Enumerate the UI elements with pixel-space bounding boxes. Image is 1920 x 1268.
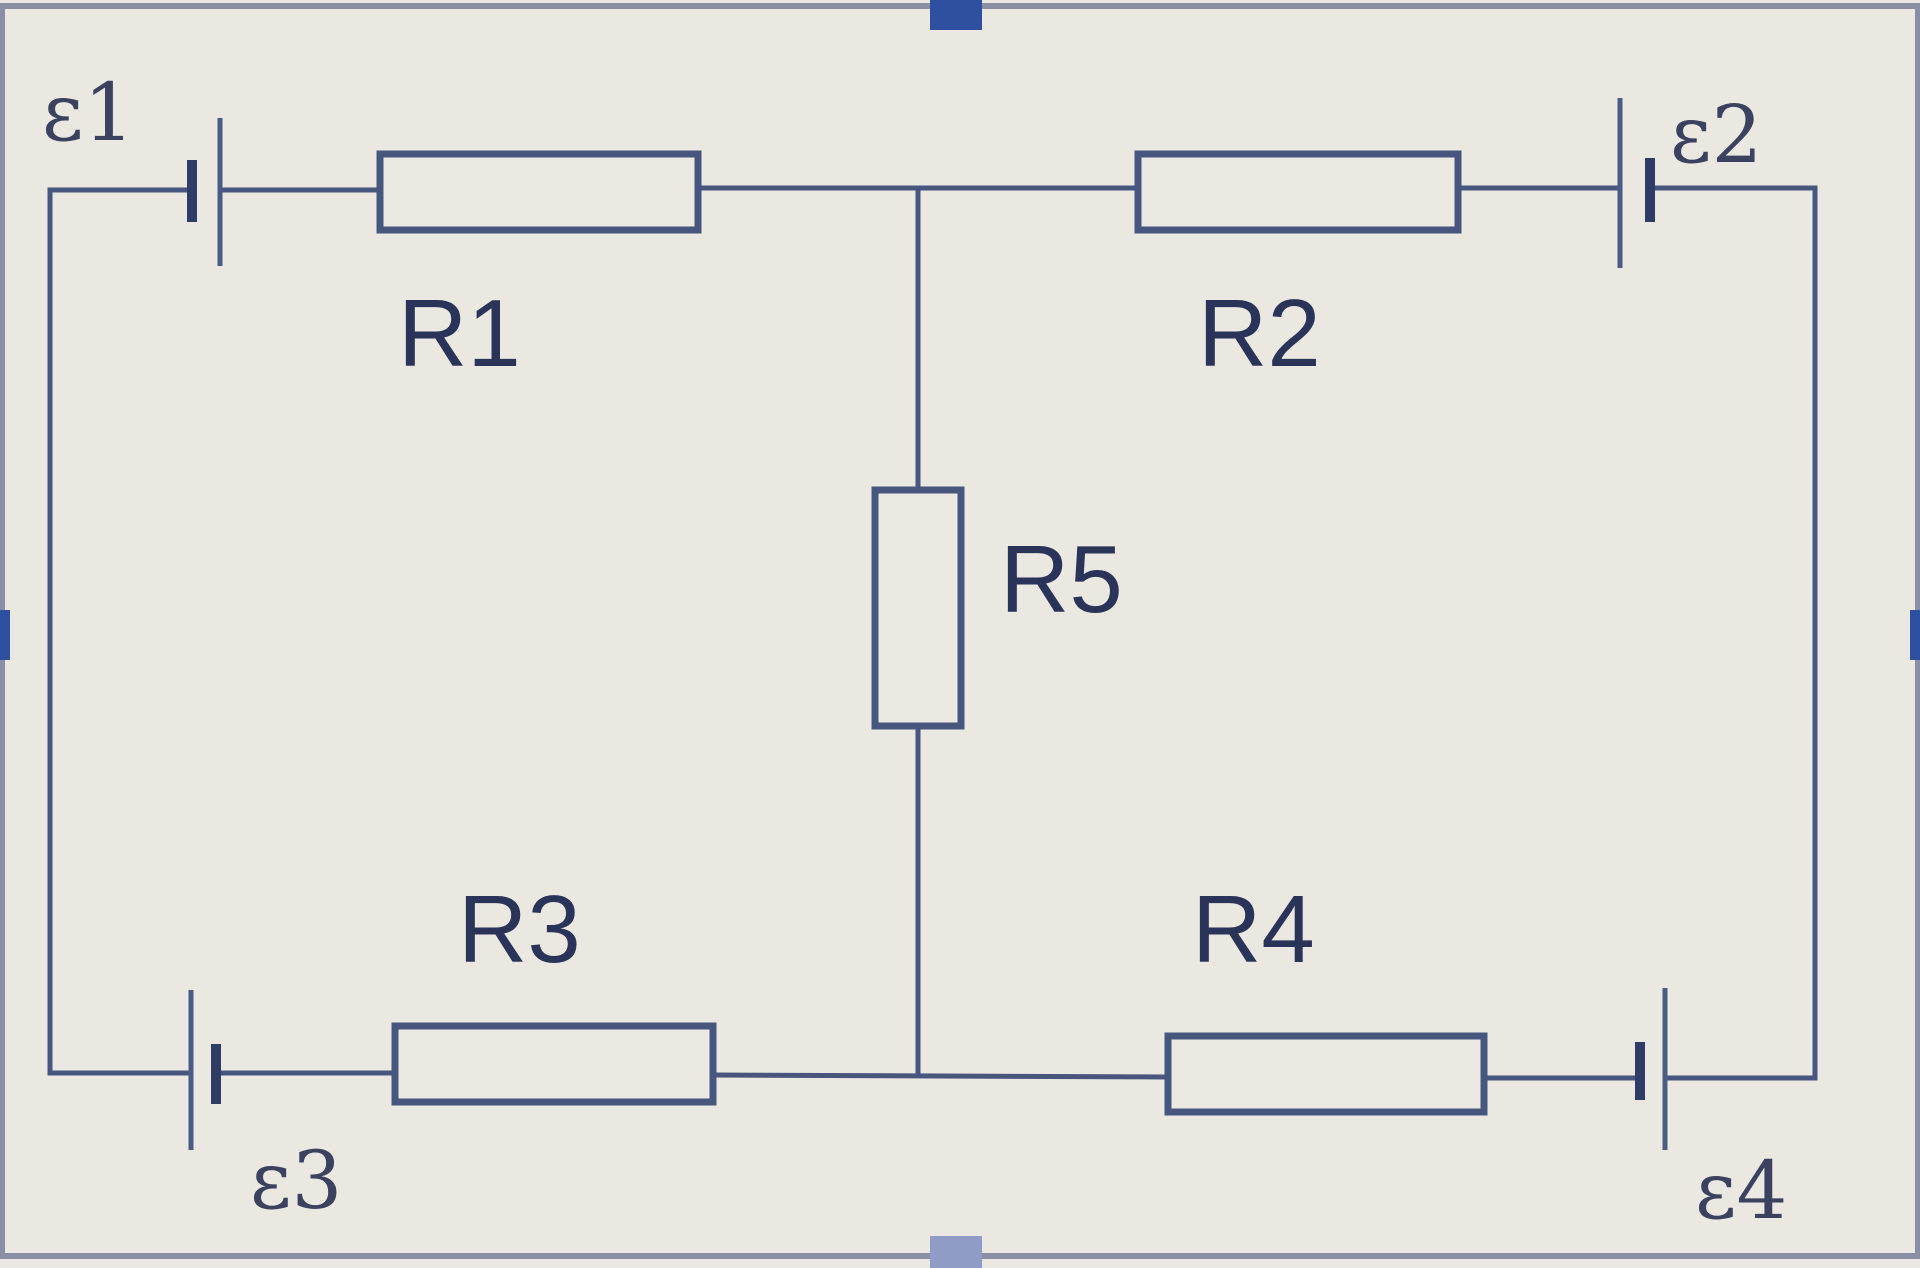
label-r1: R1 [398,280,521,387]
selection-handle-top[interactable] [930,0,982,30]
selection-handle-right[interactable] [1910,610,1920,660]
label-e4: ε4 [1695,1144,1787,1237]
resistor-r2[interactable] [1134,150,1462,234]
top-branch [47,185,1818,193]
wire [709,1072,1171,1080]
label-r4: R4 [1192,876,1315,983]
label-e3: ε3 [250,1134,342,1227]
battery-e4-icon[interactable] [1635,988,1668,1150]
label-e2: ε2 [1670,88,1762,181]
resistor-r1[interactable] [376,150,702,234]
battery-e3-icon[interactable] [188,990,221,1150]
label-r3: R3 [458,876,581,983]
selection-handle-left[interactable] [0,610,10,660]
label-r5: R5 [1000,526,1123,633]
label-r2: R2 [1198,280,1321,387]
bottom-branch [47,1070,1818,1081]
resistor-r4[interactable] [1164,1032,1488,1116]
label-e1: ε1 [42,66,134,159]
battery-e1-icon[interactable] [187,118,223,266]
selection-handle-bottom[interactable] [930,1236,982,1268]
resistor-r5[interactable] [871,486,965,730]
battery-e2-icon[interactable] [1617,98,1655,268]
resistor-r3[interactable] [391,1022,717,1106]
